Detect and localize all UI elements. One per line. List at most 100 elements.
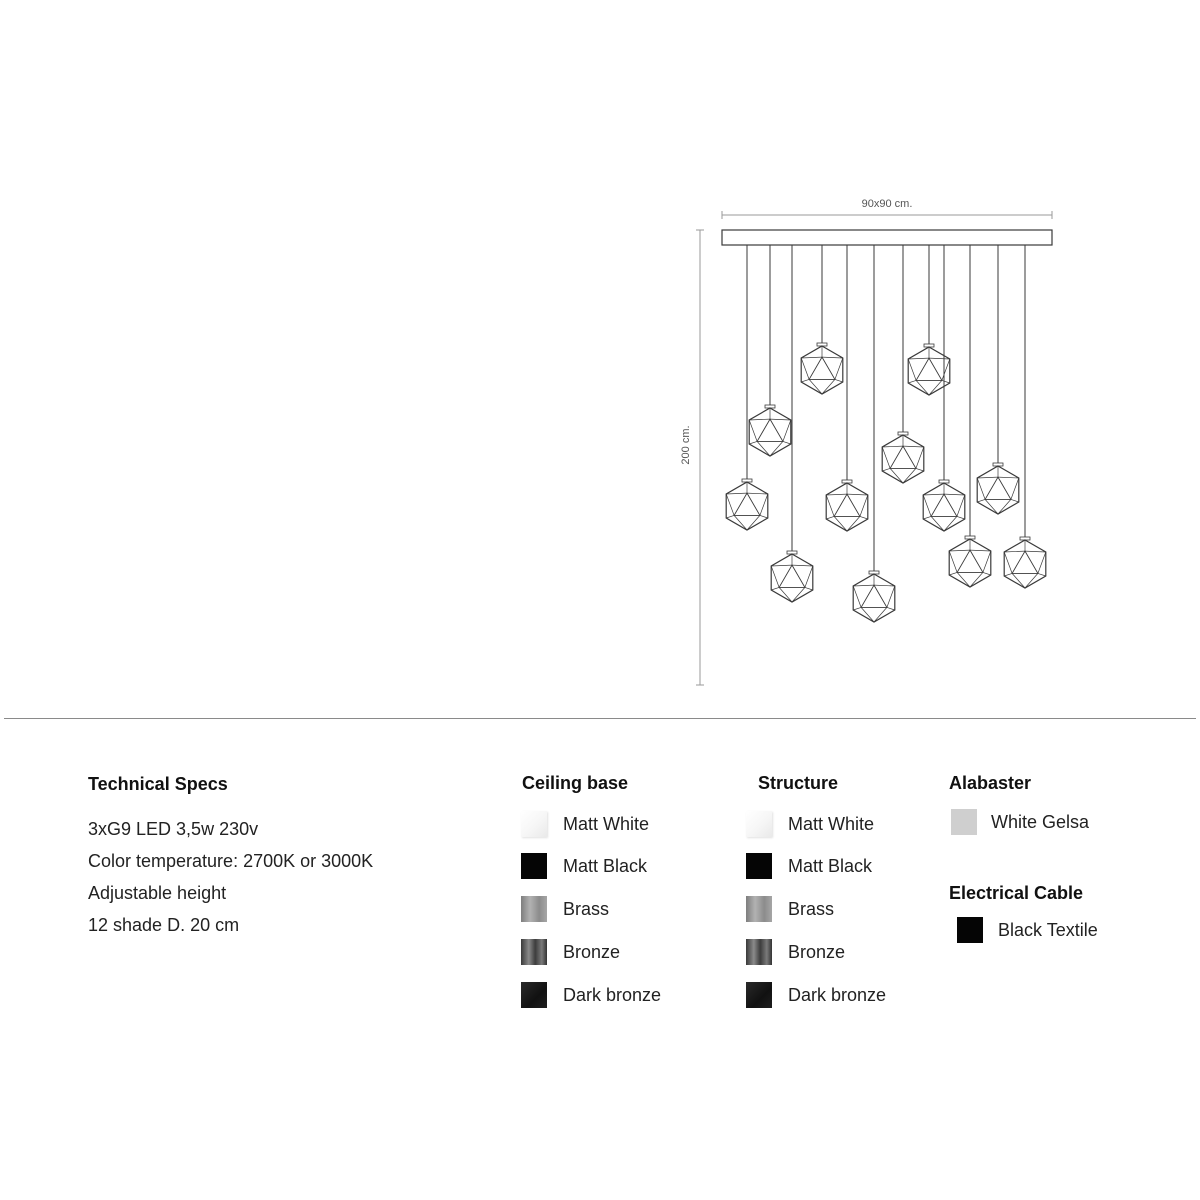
pendant-shade-edge — [969, 572, 984, 588]
pendant-shade-edge — [976, 477, 986, 500]
pendant-shade-edge — [825, 494, 835, 517]
pendant-10 — [948, 245, 992, 588]
white-gelsa-swatch — [951, 809, 977, 835]
bronze-swatch — [746, 939, 772, 965]
brass-swatch — [746, 896, 772, 922]
spec-line-adjustable-height: Adjustable height — [88, 883, 227, 903]
alabaster-option-white-gelsa[interactable]: White Gelsa — [951, 809, 1089, 835]
pendant-shade-facet — [984, 476, 1012, 500]
option-label: Bronze — [563, 941, 621, 962]
option-label: Matt Black — [788, 855, 873, 876]
pendant-shade-edge — [922, 494, 932, 517]
matt-white-swatch — [746, 811, 772, 837]
pendant-shade-edge — [956, 494, 966, 517]
structure-option-brass[interactable]: Brass — [746, 896, 834, 922]
height-dimension-label: 200 cm. — [680, 425, 692, 464]
option-label: Dark bronze — [563, 984, 662, 1005]
pendant-shade-edge — [977, 476, 999, 479]
pendant-shade-edge — [749, 418, 771, 421]
brass-swatch — [521, 896, 547, 922]
pendant-shade-edge — [759, 493, 769, 516]
pendant-3 — [770, 245, 814, 603]
pendant-shade-facet — [756, 418, 784, 442]
pendant-shade-edge — [756, 441, 771, 457]
pendant-shade-edge — [769, 418, 791, 421]
option-label: Bronze — [788, 941, 846, 962]
pendant-shade-edge — [915, 380, 930, 396]
technical-drawing: 90x90 cm. 200 cm. — [680, 198, 1053, 686]
pendant-shade-edge — [746, 515, 761, 531]
pendant-shade-edge — [1003, 551, 1013, 574]
pendant-shade-edge — [759, 515, 768, 519]
pendant-11 — [976, 245, 1020, 515]
spec-line-shade-diameter: 12 shade D. 20 cm — [88, 915, 240, 935]
pendant-shade-edge — [948, 550, 958, 573]
pendant-shade-edge — [956, 572, 971, 588]
ceiling-base-option-dark-bronze[interactable]: Dark bronze — [521, 982, 661, 1008]
pendant-shade-edge — [846, 516, 861, 532]
pendant-shade-edge — [943, 493, 965, 496]
pendant-shade-edge — [770, 565, 780, 588]
pendant-shade-edge — [733, 515, 748, 531]
section-divider — [4, 718, 1196, 719]
pendant-shade-facet — [1011, 550, 1039, 574]
pendant-shade-edge — [859, 494, 869, 517]
pendant-shade-edge — [791, 587, 806, 603]
matt-black-swatch — [746, 853, 772, 879]
drawing-canvas: 90x90 cm. 200 cm. — [680, 198, 1053, 686]
pendant-shade-edge — [969, 549, 991, 552]
pendant-shade-edge — [778, 587, 793, 603]
ceiling-base-option-bronze[interactable]: Bronze — [521, 939, 620, 965]
structure-option-matt-white[interactable]: Matt White — [746, 811, 874, 837]
pendant-shade-edge — [801, 379, 810, 383]
pendant-shade-facet — [956, 549, 984, 573]
ceiling-base-plate — [721, 229, 1053, 246]
pendant-shade-edge — [852, 585, 862, 608]
ceiling-base-option-matt-white[interactable]: Matt White — [521, 811, 649, 837]
pendant-shade-edge — [1010, 499, 1019, 503]
ceiling-base-option-matt-black[interactable]: Matt Black — [521, 853, 647, 879]
width-dimension-label: 90x90 cm. — [862, 198, 913, 210]
pendant-shade-edge — [908, 380, 917, 384]
pendant-shade-edge — [853, 584, 875, 587]
electrical-cable-option-black-textile[interactable]: Black Textile — [957, 917, 1098, 943]
pendant-shade-edge — [873, 607, 888, 623]
pendant-shade-edge — [821, 356, 843, 359]
pendant-shade-edge — [941, 358, 951, 381]
ceiling-base-option-brass[interactable]: Brass — [521, 896, 609, 922]
pendant-5 — [825, 245, 869, 532]
pendant-shade-edge — [1037, 551, 1047, 574]
pendant-shade-edge — [882, 468, 891, 472]
option-label: Brass — [788, 898, 835, 919]
pendant-shade-edge — [782, 419, 792, 442]
pendant-shade-facet — [860, 584, 888, 608]
pendant-shade-facet — [915, 357, 943, 381]
pendant-shade-edge — [907, 358, 917, 381]
pendant-shade-edge — [930, 516, 945, 532]
pendant-shade-facet — [889, 445, 917, 469]
pendant-shade-edge — [769, 441, 784, 457]
pendant-shade-edge — [782, 441, 791, 445]
pendant-shade-edge — [956, 516, 965, 520]
structure-option-matt-black[interactable]: Matt Black — [746, 853, 872, 879]
pendant-shade-edge — [804, 587, 813, 591]
pendant-shade-edge — [771, 587, 780, 591]
alabaster-heading: Alabaster — [949, 773, 1032, 793]
pendant-shade-edge — [908, 357, 930, 360]
option-label: Brass — [563, 898, 610, 919]
pendant-shade-facet — [733, 492, 761, 516]
structure-option-bronze[interactable]: Bronze — [746, 939, 845, 965]
pendant-shade-edge — [1004, 550, 1026, 553]
pendant-shade-edge — [1004, 573, 1013, 577]
pendant-shade-edge — [748, 419, 758, 442]
pendant-shade-edge — [982, 550, 992, 573]
pendant-9 — [922, 245, 966, 532]
pendant-shade-edge — [860, 607, 875, 623]
pendant-6 — [852, 245, 896, 623]
pendant-shade-edge — [915, 468, 924, 472]
structure-option-dark-bronze[interactable]: Dark bronze — [746, 982, 886, 1008]
pendant-shade-edge — [846, 493, 868, 496]
pendant-shade-edge — [977, 499, 986, 503]
pendant-shade-edge — [943, 516, 958, 532]
pendant-shade-facet — [778, 564, 806, 588]
